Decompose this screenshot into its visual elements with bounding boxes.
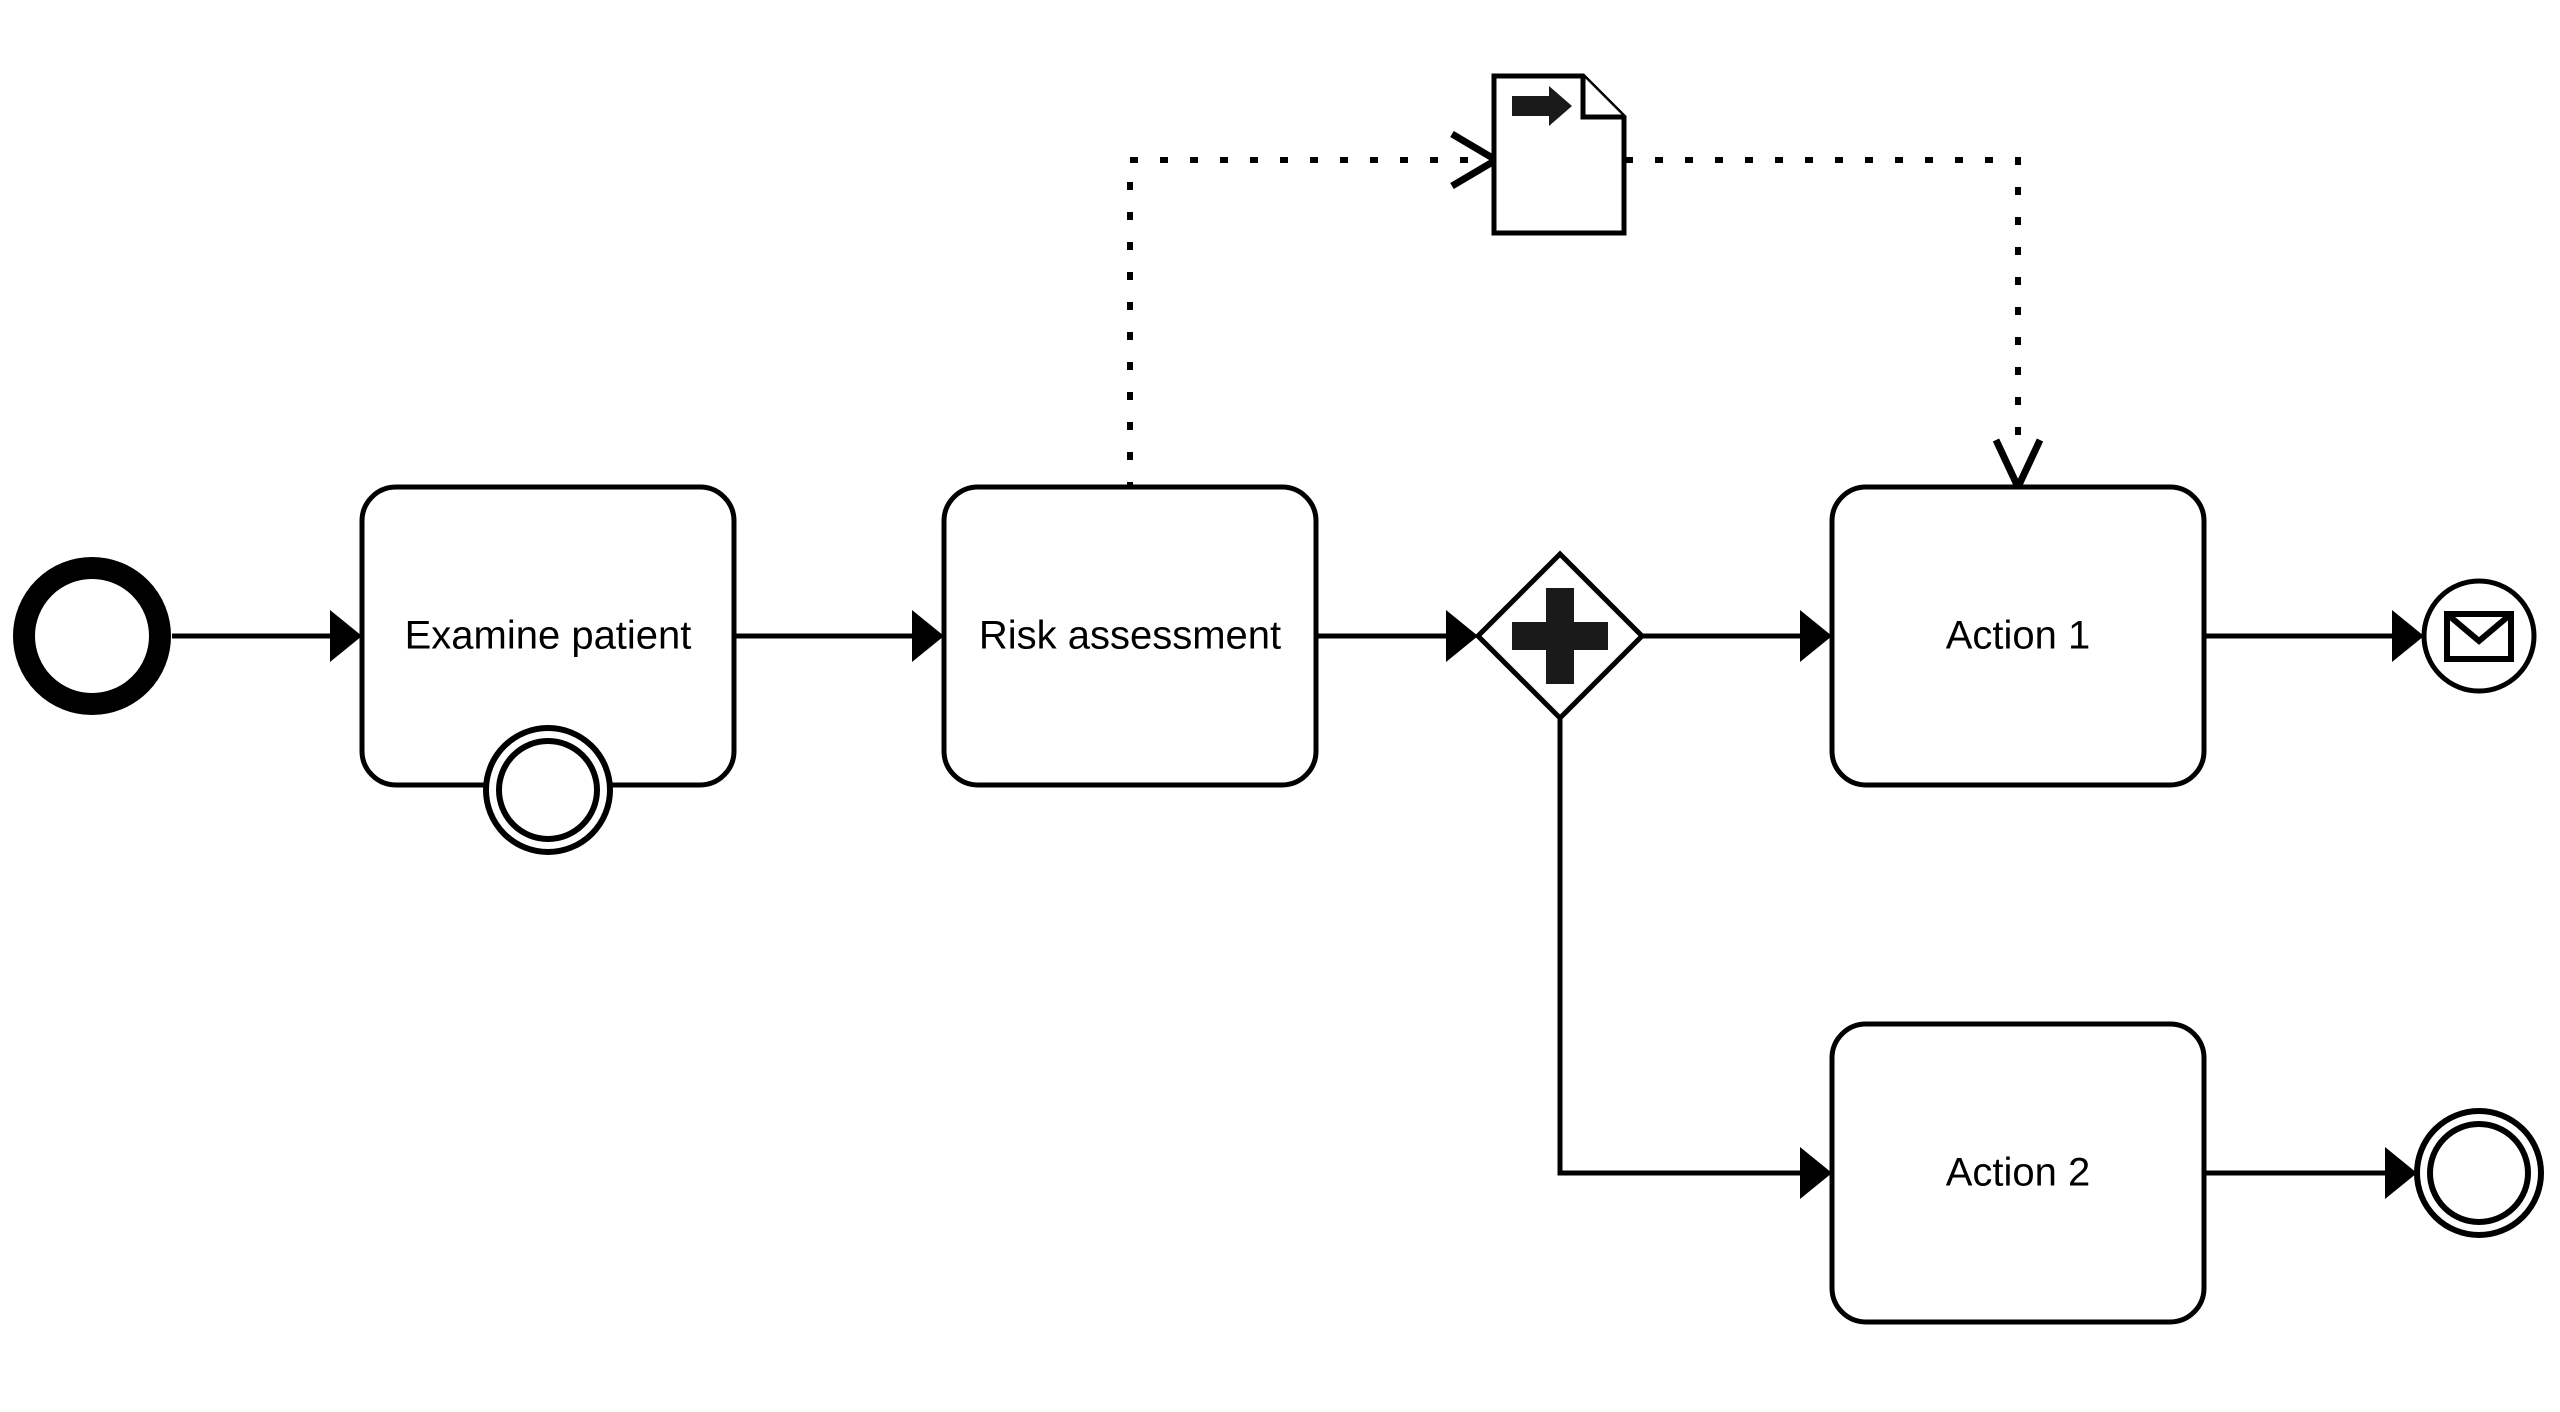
assoc-risk-to-data[interactable] — [1127, 130, 1503, 490]
assoc-data-to-action1[interactable] — [1625, 157, 2044, 496]
flow-risk-to-gateway[interactable] — [1316, 610, 1478, 662]
data-object-input[interactable] — [1491, 73, 1627, 236]
end-event-terminate[interactable] — [2414, 1108, 2544, 1238]
task-risk-assessment-box — [941, 484, 1319, 788]
task-action-1-box — [1829, 484, 2207, 788]
gateway-parallel[interactable] — [1474, 550, 1646, 722]
double-circle-icon-inner — [496, 738, 600, 842]
assoc-risk-to-data-arrowhead — [1450, 130, 1503, 190]
flow-risk-to-gateway-arrowhead — [1446, 610, 1478, 662]
flow-gateway-to-action2-arrowhead — [1800, 1147, 1832, 1199]
task-examine-patient-label: Examine patient — [405, 614, 692, 658]
assoc-data-to-action1-arrowhead — [1992, 438, 2044, 496]
task-risk-assessment-label: Risk assessment — [979, 614, 1281, 658]
flow-action2-to-end-arrowhead — [2385, 1147, 2417, 1199]
envelope-icon — [2444, 611, 2514, 662]
document-arrow-icon — [1512, 86, 1572, 126]
flow-action2-to-end[interactable] — [2204, 1147, 2417, 1199]
task-examine-patient[interactable]: Examine patient — [359, 484, 737, 788]
circle-thick-icon — [13, 557, 171, 715]
assoc-data-to-action1-path — [1625, 157, 2021, 463]
task-action-2-label: Action 2 — [1946, 1151, 2091, 1195]
boundary-event-examine-patient[interactable] — [483, 725, 613, 855]
flow-gateway-to-action2-path — [1557, 718, 1800, 1176]
flow-start-to-examine[interactable] — [172, 610, 362, 662]
flow-gateway-to-action2[interactable] — [1557, 718, 1832, 1199]
task-action-1[interactable]: Action 1 — [1829, 484, 2207, 788]
task-action-1-label: Action 1 — [1946, 614, 2091, 658]
flow-gateway-to-action1-arrowhead — [1800, 610, 1832, 662]
plus-icon — [1512, 588, 1608, 684]
flow-gateway-to-action1[interactable] — [1642, 610, 1832, 662]
flow-examine-to-risk[interactable] — [734, 610, 944, 662]
flow-action1-to-message-end-arrowhead — [2392, 610, 2424, 662]
assoc-risk-to-data-path — [1127, 157, 1481, 490]
flow-start-to-examine-arrowhead — [330, 610, 362, 662]
flow-action1-to-message-end[interactable] — [2204, 610, 2424, 662]
data-object-fold-corner — [1580, 76, 1624, 120]
flow-examine-to-risk-arrowhead — [912, 610, 944, 662]
task-action-2-box — [1829, 1021, 2207, 1325]
task-risk-assessment[interactable]: Risk assessment — [941, 484, 1319, 788]
task-action-2[interactable]: Action 2 — [1829, 1021, 2207, 1325]
double-circle-icon-inner-end — [2427, 1121, 2531, 1225]
start-event[interactable] — [13, 557, 171, 715]
end-event-message[interactable] — [2421, 578, 2537, 694]
